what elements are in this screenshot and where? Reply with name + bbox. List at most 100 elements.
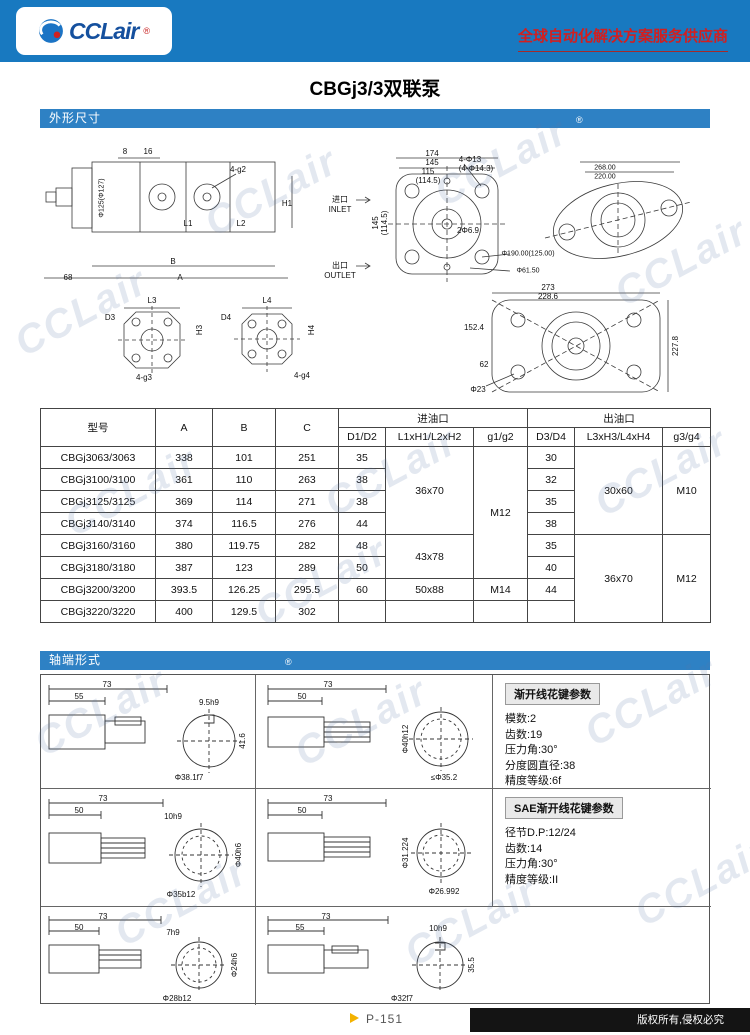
dim-label: L3	[147, 296, 157, 305]
table-cell: 32	[527, 468, 576, 491]
dim-label: ≤Φ35.2	[430, 773, 458, 782]
table-cell: 50x88	[385, 578, 474, 601]
table-cell: 35	[338, 446, 386, 469]
table-cell: CBGj3220/3220	[40, 600, 156, 623]
table-cell: CBGj3160/3160	[40, 534, 156, 557]
table-cell: 289	[275, 556, 339, 579]
section-label: 轴端形式	[49, 653, 102, 667]
spec-table-head: 型号 A B C 进油口 出油口 D1/D2 L1xH1/L2xH2 g1/g2…	[40, 408, 712, 447]
page-number-arrow-icon	[350, 1013, 359, 1023]
dim-label: L4	[262, 296, 272, 305]
dim-label: 73	[98, 912, 108, 921]
table-cell: 40	[527, 556, 576, 579]
dim-label: 73	[323, 680, 333, 689]
dim-label: 273	[541, 283, 555, 292]
dim-label: 35.5	[467, 957, 476, 973]
table-cell: 263	[275, 468, 339, 491]
table-cell: CBGj3063/3063	[40, 446, 156, 469]
table-cell: 295.5	[275, 578, 339, 601]
table-cell: 282	[275, 534, 339, 557]
dim-label: 进口	[332, 195, 348, 204]
dim-label: 174	[425, 149, 439, 158]
spec-line: 压力角:30°	[505, 744, 558, 756]
table-cell: 123	[212, 556, 276, 579]
dim-label: Φ26.992	[428, 887, 460, 896]
table-cell: 374	[155, 512, 213, 535]
dim-label: 50	[74, 923, 84, 932]
dim-label: 115	[421, 167, 435, 176]
table-cell: 129.5	[212, 600, 276, 623]
dim-label: Φ38.1f7	[174, 773, 204, 782]
table-cell: 43x78	[385, 534, 474, 579]
brand-registered-mark: ®	[143, 26, 151, 36]
spec-line: 精度等级:6f	[505, 775, 562, 787]
spec-table: 型号 A B C 进油口 出油口 D1/D2 L1xH1/L2xH2 g1/g2…	[40, 408, 712, 623]
table-cell	[338, 600, 386, 623]
table-cell: M14	[472, 578, 529, 601]
dim-label: 16	[143, 147, 153, 156]
dim-label: Φ24h6	[230, 952, 239, 978]
spec-line: 模数:2	[505, 713, 537, 725]
dim-label: Φ125(Φ127)	[98, 178, 106, 218]
spec-line: 精度等级:II	[505, 873, 559, 886]
dim-label: 73	[321, 912, 331, 921]
table-cell: 50	[338, 556, 386, 579]
dim-label: 73	[323, 794, 333, 803]
col-header-g3g4: g3/g4	[662, 427, 712, 447]
table-cell: 119.75	[212, 534, 276, 557]
dim-label: D4	[220, 313, 232, 322]
table-cell: 44	[338, 512, 386, 535]
dim-label: 4-g2	[229, 165, 247, 174]
registered-mark: ®	[576, 115, 583, 125]
dim-label: B	[170, 257, 176, 266]
table-cell: 393.5	[155, 578, 213, 601]
col-header-g1g2: g1/g2	[472, 427, 529, 447]
spec-line: 分度圆直径:38	[505, 759, 576, 772]
table-cell: 38	[338, 490, 386, 513]
dim-label: 145	[425, 158, 439, 167]
dim-label: 4-g3	[135, 373, 153, 382]
dim-label: 152.4	[463, 323, 485, 332]
company-slogan: 全球自动化解决方案服务供应商	[517, 25, 728, 52]
table-cell: CBGj3125/3125	[40, 490, 156, 513]
table-cell	[385, 600, 474, 623]
pump-outline-drawing	[44, 157, 692, 393]
table-cell: 276	[275, 512, 339, 535]
table-cell: 369	[155, 490, 213, 513]
dim-label: L1	[183, 219, 193, 228]
table-cell: 38	[527, 512, 576, 535]
dim-label: (4-Φ14.3)	[458, 164, 494, 173]
brand-name: CCLair	[68, 17, 139, 44]
dim-label: 268.00	[594, 164, 616, 172]
spline-params-title: 渐开线花键参数	[505, 683, 600, 705]
spec-line: 径节D.P:12/24	[505, 827, 576, 839]
dim-label: 50	[74, 806, 84, 815]
dim-label: 9.5h9	[198, 698, 220, 707]
keyed-shaft-drawing	[48, 916, 227, 993]
col-header-l3h3: L3xH3/L4xH4	[574, 427, 664, 447]
table-cell: 387	[155, 556, 213, 579]
table-cell: 271	[275, 490, 339, 513]
dim-label: 227.8	[671, 335, 680, 357]
dim-label: (114.5)	[415, 176, 441, 185]
table-cell: CBGj3180/3180	[40, 556, 156, 579]
table-cell: 114	[212, 490, 276, 513]
copyright-bar: 版权所有,侵权必究	[470, 1008, 750, 1032]
table-cell: 36x70	[574, 534, 664, 623]
dim-label: H3	[195, 324, 204, 336]
col-group-outlet: 出油口	[527, 408, 712, 428]
